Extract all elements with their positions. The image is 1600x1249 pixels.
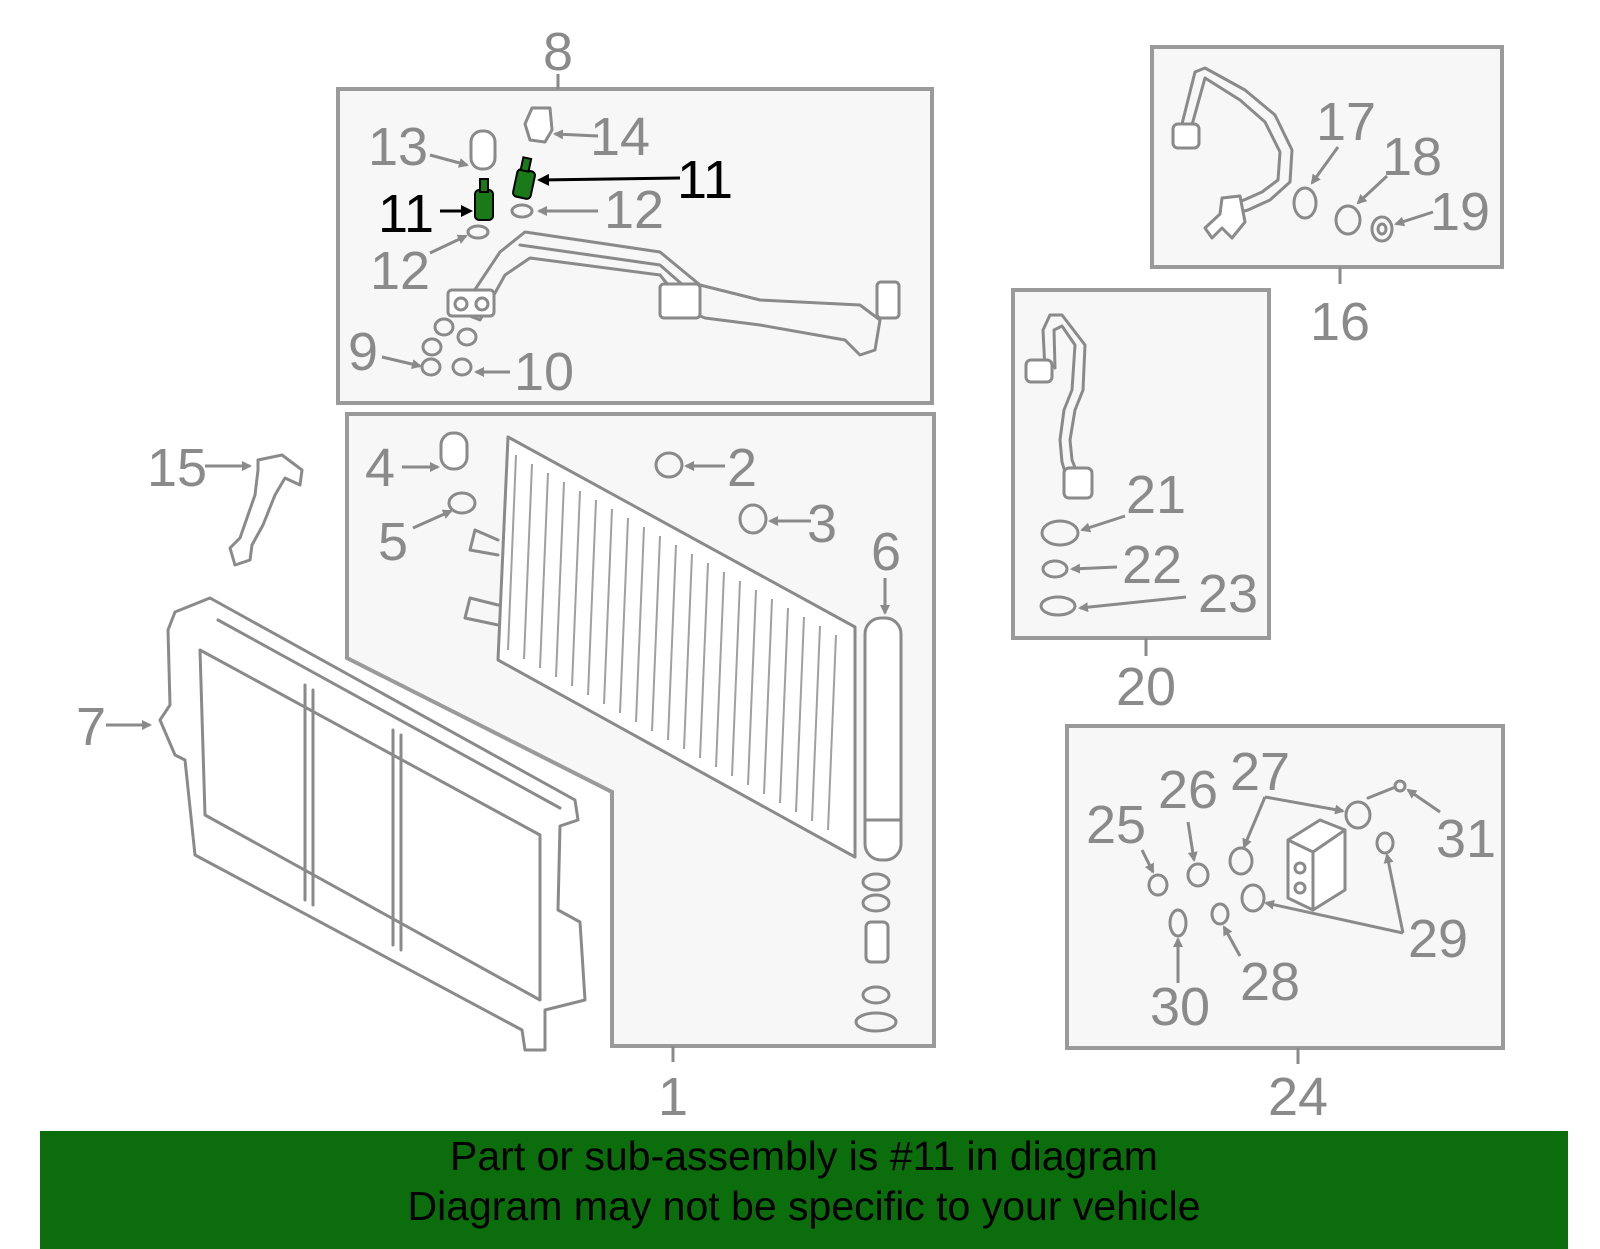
callout-9: 9 (348, 322, 378, 382)
o-ring-3 (738, 503, 768, 535)
o-ring-17 (1292, 186, 1318, 220)
callout-28: 28 (1240, 952, 1300, 1012)
o-ring-25 (1147, 873, 1169, 897)
bracket-15 (228, 453, 304, 567)
o-ring-12-right (510, 203, 534, 219)
cap-13 (469, 129, 497, 171)
callout-12-left: 12 (370, 241, 430, 301)
callout-5: 5 (378, 512, 408, 572)
o-rings-9-10 (420, 317, 478, 377)
callout-3: 3 (807, 494, 837, 554)
callout-15: 15 (147, 438, 207, 498)
o-ring-26 (1186, 862, 1210, 888)
callout-23: 23 (1198, 564, 1258, 624)
box-assembly-16 (1150, 45, 1504, 269)
callout-14: 14 (590, 107, 650, 167)
callout-18: 18 (1382, 127, 1442, 187)
callout-6: 6 (871, 522, 901, 582)
box-assembly-8 (336, 87, 934, 405)
callout-20: 20 (1116, 657, 1176, 717)
condenser (463, 435, 903, 862)
washer-19 (1370, 215, 1394, 243)
o-ring-28 (1210, 902, 1230, 926)
callout-21: 21 (1126, 465, 1186, 525)
o-ring-27a (1228, 846, 1254, 876)
callout-7: 7 (76, 697, 106, 757)
valve-core-11-right (512, 156, 536, 200)
o-ring-27b (1344, 800, 1372, 830)
callout-26: 26 (1158, 760, 1218, 820)
washer-19-hole (1376, 222, 1388, 236)
callout-16: 16 (1310, 292, 1370, 352)
ac-line-assembly (446, 230, 901, 357)
cap-14 (523, 106, 554, 144)
hose-20 (1024, 313, 1094, 500)
o-ring-12-left (466, 224, 490, 240)
callout-labels: 8 13 14 11 11 12 12 9 10 15 4 2 3 5 6 7 … (76, 22, 1496, 1127)
callout-31: 31 (1436, 809, 1496, 869)
callout-24: 24 (1268, 1067, 1328, 1127)
expansion-valve (1286, 818, 1347, 912)
o-ring-21 (1040, 519, 1080, 547)
o-ring-5 (447, 491, 477, 515)
callout-2: 2 (727, 438, 757, 498)
o-ring-22 (1041, 559, 1069, 579)
banner-line-disclaimer: Diagram may not be specific to your vehi… (407, 1183, 1201, 1229)
callout-13: 13 (368, 117, 428, 177)
callout-25: 25 (1086, 795, 1146, 855)
callout-19: 19 (1430, 182, 1490, 242)
callout-8: 8 (543, 22, 573, 82)
o-ring-2 (654, 451, 684, 479)
o-ring-29a (1240, 883, 1266, 913)
bolt-31 (1366, 786, 1395, 800)
washer-30 (1168, 908, 1188, 938)
hose-16 (1171, 66, 1294, 240)
leader-lines (106, 129, 1441, 983)
radiator-support-frame (158, 596, 587, 1052)
callout-11-left: 11 (378, 184, 434, 244)
washer-23 (1039, 595, 1077, 617)
cap-4 (439, 431, 469, 471)
callout-22: 22 (1122, 535, 1182, 595)
banner-line-part: Part or sub-assembly is #11 in diagram (450, 1133, 1158, 1179)
o-ring-18 (1334, 204, 1362, 236)
callout-30: 30 (1150, 977, 1210, 1037)
callout-27: 27 (1230, 742, 1290, 802)
info-banner: Part or sub-assembly is #11 in diagram D… (40, 1131, 1568, 1249)
condenser-seals (854, 872, 898, 1033)
callout-12-right: 12 (604, 180, 664, 240)
valve-core-11-left (474, 178, 494, 221)
callout-17: 17 (1316, 92, 1376, 152)
box-assembly-24 (1065, 724, 1505, 1050)
callout-11-right: 11 (677, 150, 733, 210)
callout-10: 10 (514, 342, 574, 402)
o-ring-29b (1375, 831, 1395, 855)
callout-4: 4 (365, 438, 395, 498)
callout-29: 29 (1408, 909, 1468, 969)
bolt-31-head (1393, 779, 1407, 793)
callout-1: 1 (658, 1067, 688, 1127)
